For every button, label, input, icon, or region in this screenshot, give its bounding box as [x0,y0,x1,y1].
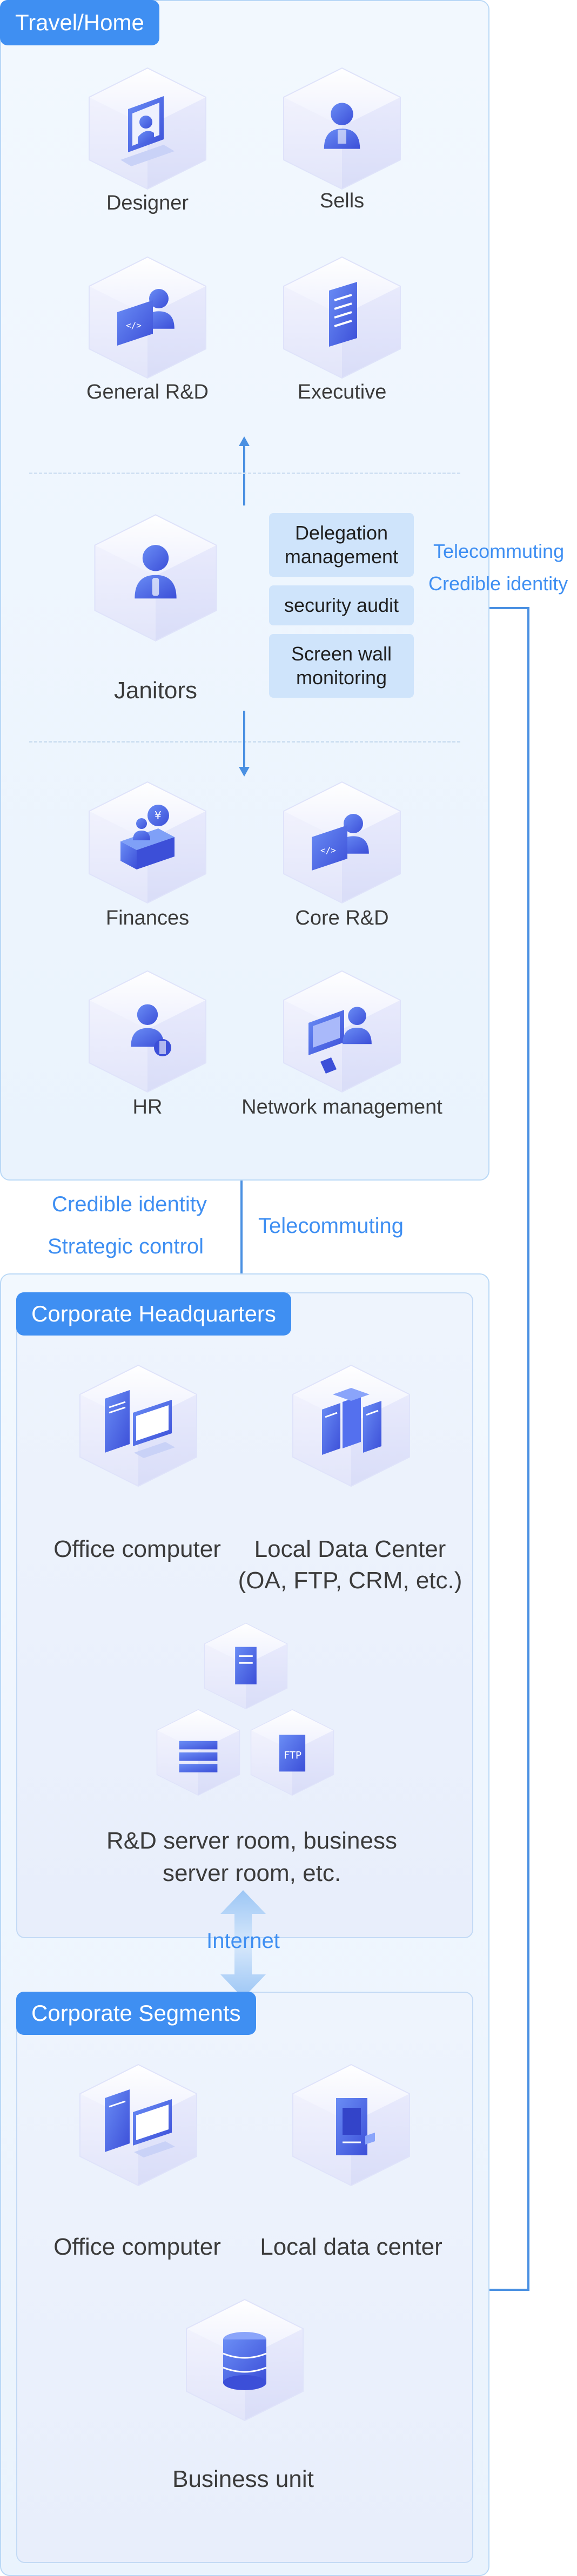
segments-local-data-center-tile[interactable] [286,2060,414,2190]
hq-local-data-center-tile[interactable] [286,1361,414,1491]
business-unit-label: Business unit [172,2466,314,2492]
executive-label: Executive [297,381,387,403]
ftp-server-icon: FTP [279,1735,306,1772]
segments-title: Corporate Segments [16,1992,256,2035]
travel-home-panel [0,0,489,1181]
designer-tile[interactable] [83,64,212,193]
server-room-label-line1: R&D server room, business [106,1828,397,1854]
svg-text:¥: ¥ [155,809,162,822]
segments-local-dc-label: Local data center [260,2234,442,2260]
designer-icon [120,96,175,166]
segments-panel [16,1992,473,2563]
hq-local-dc-label-line1: Local Data Center [254,1536,446,1562]
server-room-right-tile[interactable]: FTP [246,1707,338,1798]
headquarters-title: Corporate Headquarters [16,1292,291,1336]
executive-icon [329,282,357,347]
executive-tile[interactable] [277,253,407,382]
svg-text:</>: </> [126,320,142,331]
database-icon [223,2332,267,2390]
side-credible-identity-label: Credible identity [428,572,568,595]
network-management-tile[interactable] [277,967,407,1096]
center-credible-identity-label: Credible identity [52,1192,207,1216]
internet-label: Internet [206,1929,280,1953]
segments-office-computer-label: Office computer [53,2234,221,2260]
sells-label: Sells [319,190,365,212]
hr-icon [131,1004,171,1056]
core-rd-tile[interactable]: </> [277,778,407,907]
local-data-center-icon [336,2098,375,2155]
finances-tile[interactable]: ¥ [83,778,212,907]
security-audit-box[interactable]: security audit [269,585,414,625]
office-computer-icon [105,2089,175,2157]
network-management-icon [308,1007,372,1074]
sells-tile[interactable] [277,64,407,193]
server-room-left-tile[interactable] [152,1707,244,1798]
designer-label: Designer [106,192,189,214]
server-icon [235,1647,257,1684]
internet-double-arrow [220,1890,266,1998]
travel-home-title: Travel/Home [0,0,159,45]
center-telecommuting-label: Telecommuting [258,1214,404,1238]
delegation-management-box[interactable]: Delegation management [269,513,414,577]
svg-text:</>: </> [320,845,336,855]
side-telecommuting-label: Telecommuting [433,540,565,562]
storage-stack-icon [179,1741,218,1772]
finances-label: Finances [105,907,190,929]
ftp-text: FTP [284,1750,301,1761]
core-rd-label: Core R&D [295,907,389,929]
office-computer-icon [105,1390,175,1458]
down-arrow [239,711,250,777]
janitors-label: Janitors [113,677,198,704]
hq-office-computer-tile[interactable] [73,1361,201,1491]
divider-top [29,473,460,474]
finances-icon: ¥ [120,805,175,869]
janitor-icon [135,545,177,599]
hr-tile[interactable] [83,967,212,1096]
center-connector-arrow [236,1181,247,1287]
network-management-label: Network management [241,1096,442,1118]
server-room-label-line2: server room, etc. [162,1860,341,1886]
up-arrow [239,436,250,505]
segments-office-computer-tile[interactable] [73,2060,201,2190]
business-unit-tile[interactable] [180,2295,307,2425]
hq-local-dc-label-line2: (OA, FTP, CRM, etc.) [238,1567,462,1594]
general-rd-label: General R&D [86,381,209,403]
hq-office-computer-label: Office computer [53,1536,221,1562]
screen-wall-monitoring-box[interactable]: Screen wall monitoring [269,634,414,698]
center-strategic-control-label: Strategic control [48,1235,204,1258]
janitors-tile[interactable] [88,510,223,645]
hr-label: HR [132,1096,163,1118]
local-data-center-icon [322,1388,381,1455]
general-rd-tile[interactable]: </> [83,253,212,382]
server-room-top-tile[interactable] [200,1620,292,1712]
general-rd-icon: </> [117,289,175,346]
sells-icon [324,103,360,149]
core-rd-icon: </> [312,814,369,871]
